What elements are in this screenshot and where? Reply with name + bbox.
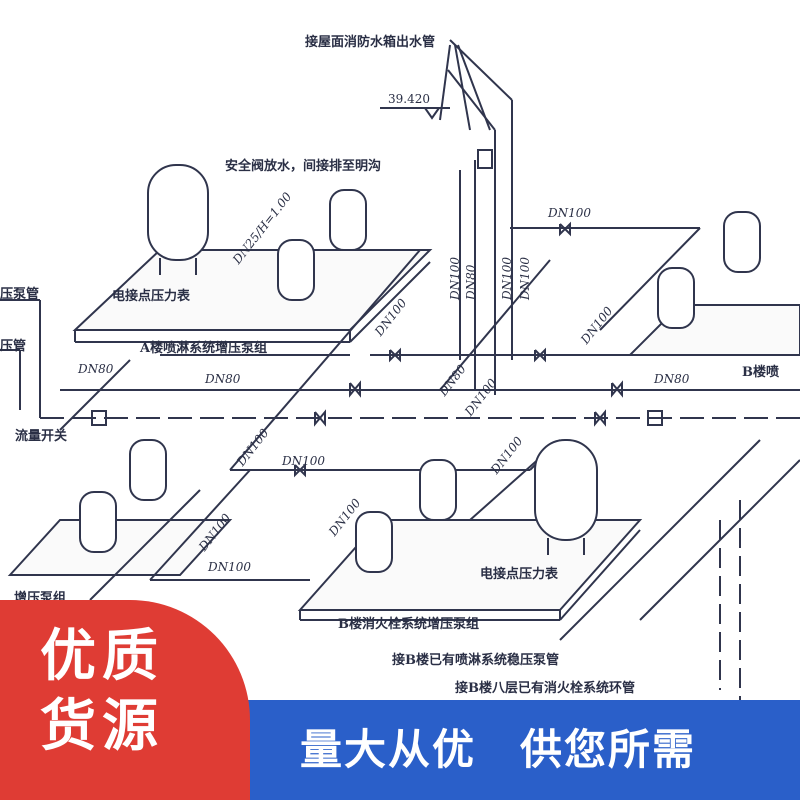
label-connect-b-fire-loop: 接B楼八层已有消火栓系统环管 (455, 681, 635, 696)
label-pump-b-fire: B楼消火栓系统增压泵组 (338, 617, 479, 632)
pipe-network (0, 39, 800, 700)
label-pump-a: A楼喷淋系统增压泵组 (140, 341, 268, 356)
badge-line-2: 货源 (40, 694, 164, 759)
pump-system-diagram: 接屋面消防水箱出水管 39.420 安全阀放水，间接排至明沟 DN25/H=1.… (0, 0, 800, 700)
label-pressure-gauge-b: 电接点压力表 (480, 567, 559, 582)
pump-a2 (277, 239, 315, 301)
label-dn80-v: DN80 (464, 264, 478, 300)
pump-l2 (79, 491, 117, 553)
pressure-tank-a (147, 164, 209, 261)
pump-r1 (723, 211, 761, 273)
badge-line-1: 优质 (40, 624, 164, 689)
promo-slogan: 量大从优 供您所需 (300, 725, 697, 774)
quality-badge-text: 优质 货源 (40, 622, 220, 762)
pump-a1 (329, 189, 367, 251)
label-left-pipe-2: 压管 (0, 339, 27, 354)
label-dn100-top: DN100 (548, 206, 592, 220)
platform-right (627, 304, 800, 356)
label-b-building: B楼喷 (742, 365, 779, 380)
platform-a (72, 249, 433, 331)
pump-b1 (419, 459, 457, 521)
label-left-pipe-1: 压泵管 (0, 287, 40, 302)
platform-left (7, 519, 233, 576)
pump-r2 (657, 267, 695, 329)
label-flow-switch: 流量开关 (15, 429, 68, 444)
label-roof-pipe: 接屋面消防水箱出水管 (305, 35, 436, 50)
label-dn80-mid: DN80 (205, 372, 241, 386)
quality-badge (0, 600, 250, 800)
label-dn100-v2: DN100 (500, 256, 514, 300)
label-dn100-v1: DN100 (448, 256, 462, 300)
platform-b (297, 519, 643, 611)
label-pressure-gauge-a: 电接点压力表 (112, 289, 191, 304)
label-dn100-center: DN100 (282, 454, 326, 468)
pressure-tank-b (534, 439, 598, 541)
label-connect-b-sprinkler: 接B楼已有喷淋系统稳压泵管 (392, 653, 559, 668)
label-dn80-right: DN80 (654, 372, 690, 386)
pump-l1 (129, 439, 167, 501)
label-dn80-left: DN80 (78, 362, 114, 376)
pump-b2 (355, 511, 393, 573)
label-dn100-v3: DN100 (518, 256, 532, 300)
label-safety-valve: 安全阀放水，间接排至明沟 (225, 159, 382, 174)
label-dn100-bottom: DN100 (208, 560, 252, 574)
label-elevation: 39.420 (388, 92, 430, 106)
